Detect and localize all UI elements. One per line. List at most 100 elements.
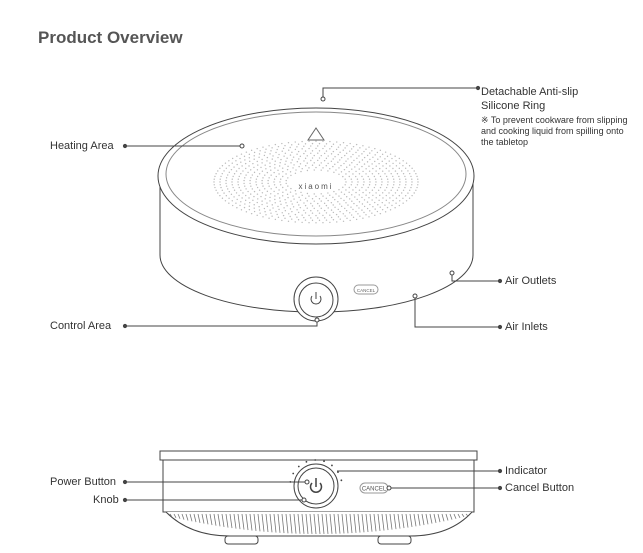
heating-dot [363, 156, 366, 159]
heating-dot [396, 189, 399, 191]
heating-dot [220, 186, 222, 189]
label-indicator: Indicator [505, 465, 548, 477]
heating-dot [313, 169, 315, 171]
heating-dot [297, 211, 300, 214]
heating-dot [285, 173, 287, 175]
heating-dot [361, 209, 363, 211]
heating-dot [318, 219, 321, 222]
heating-dot [356, 184, 359, 186]
heating-dot [350, 178, 353, 180]
vent-slot [381, 513, 385, 531]
vent-slot [457, 513, 461, 519]
heating-dot [325, 212, 328, 214]
heating-dot [244, 185, 246, 187]
heating-dot [289, 146, 291, 149]
heating-dot [399, 181, 401, 183]
heating-dot [378, 162, 380, 165]
heating-dot [318, 142, 321, 145]
heating-dot [253, 158, 255, 160]
heating-dot [408, 165, 411, 167]
heating-dot [335, 193, 337, 195]
heating-dot [228, 202, 230, 204]
vent-slot [453, 513, 457, 519]
heating-dot [258, 189, 261, 191]
heating-dot [315, 147, 317, 150]
heating-dot [387, 181, 389, 183]
heating-dot [308, 214, 310, 217]
heating-dot [298, 196, 300, 199]
vent-slot [389, 513, 393, 530]
heating-dot [349, 212, 351, 214]
heating-dot [294, 221, 296, 223]
heating-dot [266, 156, 269, 159]
heating-dot [381, 170, 384, 172]
heating-dot [361, 159, 364, 161]
heating-dot [365, 168, 367, 170]
heating-dot [291, 151, 293, 154]
heating-dot [271, 215, 273, 217]
heating-dot [248, 208, 251, 211]
heating-dot [256, 193, 259, 195]
heating-dot [366, 161, 369, 163]
vent-slot [317, 513, 321, 535]
heating-dot [410, 186, 412, 189]
heating-dot [338, 173, 340, 175]
heating-dot [339, 210, 341, 213]
heating-dot [336, 141, 338, 143]
heating-dot [377, 158, 379, 160]
heating-dot [338, 167, 340, 169]
heating-dot [287, 185, 289, 187]
heating-dot [320, 162, 322, 164]
heating-dot [269, 209, 271, 211]
heating-dot [272, 207, 274, 209]
heating-dot [265, 148, 267, 150]
vent-slot [353, 513, 357, 533]
heating-dot [303, 152, 305, 155]
heating-dot [374, 208, 376, 210]
heating-dot [277, 193, 279, 195]
heating-dot [330, 153, 333, 155]
heating-dot [368, 197, 370, 199]
heating-dot [347, 158, 349, 160]
heating-dot [355, 210, 357, 213]
heating-dot [357, 149, 359, 151]
heating-dot [256, 147, 258, 150]
heating-dot [310, 159, 312, 162]
heating-dot [342, 175, 344, 178]
heating-dot [362, 145, 364, 147]
heating-dot [275, 175, 277, 178]
heating-dot [233, 189, 236, 191]
heating-dot [245, 211, 248, 213]
heating-dot [304, 157, 307, 160]
heating-dot [343, 199, 345, 202]
heating-dot [323, 209, 326, 212]
heating-dot [269, 153, 271, 155]
heating-dot [279, 200, 281, 202]
heating-dot [374, 154, 376, 156]
vent-slot [249, 513, 253, 531]
heating-dot [303, 160, 305, 162]
heating-dot [282, 147, 285, 150]
heating-dot [300, 191, 302, 194]
heating-dot [394, 192, 397, 194]
heating-dot [379, 149, 382, 152]
vent-slot [273, 513, 277, 533]
heating-dot [352, 189, 354, 191]
heating-dot [332, 204, 334, 206]
vent-slot [237, 513, 241, 530]
heating-dot [384, 204, 386, 206]
heating-dot [215, 189, 217, 192]
heating-dot [291, 159, 293, 161]
heating-dot [250, 185, 252, 187]
heating-dot [256, 201, 258, 204]
heating-dot [272, 155, 274, 157]
vent-slot [337, 513, 341, 534]
heating-dot [250, 149, 253, 152]
vent-slot [401, 513, 405, 529]
heating-dot [231, 157, 234, 160]
heating-dot [385, 175, 388, 178]
heating-dot [398, 175, 400, 178]
heating-dot [317, 145, 319, 147]
heating-dot [376, 151, 379, 154]
